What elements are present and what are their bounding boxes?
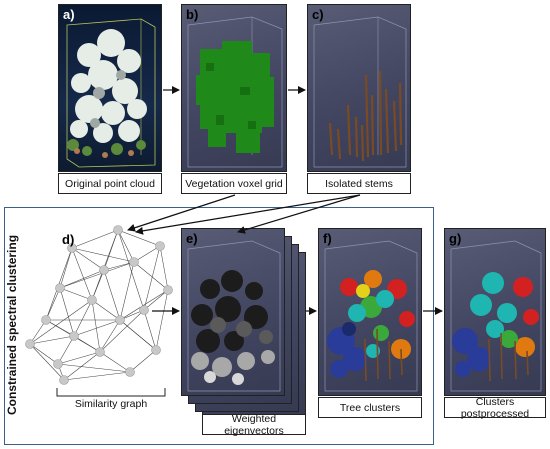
panel-d-letter: d) — [62, 232, 75, 247]
tree-clusters-illustration — [324, 240, 418, 392]
caption-isolated-stems: Isolated stems — [307, 173, 411, 194]
eigenvector-illustration — [187, 240, 281, 392]
panel-f-letter: f) — [323, 231, 332, 246]
panel-c-letter: c) — [312, 7, 324, 22]
panel-b-vegetation-voxel-grid: b) — [181, 4, 287, 172]
panel-b-letter: b) — [186, 7, 199, 22]
panel-c-isolated-stems: c) — [307, 4, 411, 172]
caption-similarity-graph: Similarity graph — [74, 398, 148, 410]
panel-e-letter: e) — [186, 231, 198, 246]
caption-tree-clusters: Tree clusters — [318, 397, 422, 418]
arrow-b-to-d — [127, 194, 236, 232]
panel-e-weighted-eigenvectors: e) — [181, 228, 285, 396]
postprocessed-clusters-illustration — [450, 240, 542, 392]
caption-vegetation-voxel-grid: Vegetation voxel grid — [181, 173, 287, 194]
panel-a-letter: a) — [63, 7, 75, 22]
caption-clusters-postprocessed: Clusters postprocessed — [444, 396, 546, 420]
panel-g-clusters-postprocessed: g) — [444, 228, 546, 396]
voxel-grid-illustration — [187, 16, 283, 168]
caption-weighted-eigenvectors: Weighted eigenvectors — [202, 413, 306, 437]
clustering-frame — [4, 207, 434, 445]
arrow-c-to-e — [237, 194, 361, 234]
panel-f-tree-clusters: f) — [318, 228, 422, 396]
stems-illustration — [313, 16, 407, 168]
panel-g-letter: g) — [449, 231, 462, 246]
point-cloud-illustration — [66, 18, 156, 168]
arrow-c-to-d — [135, 194, 361, 235]
caption-original-point-cloud: Original point cloud — [58, 173, 162, 194]
panel-a-original-point-cloud: a) — [58, 4, 162, 172]
